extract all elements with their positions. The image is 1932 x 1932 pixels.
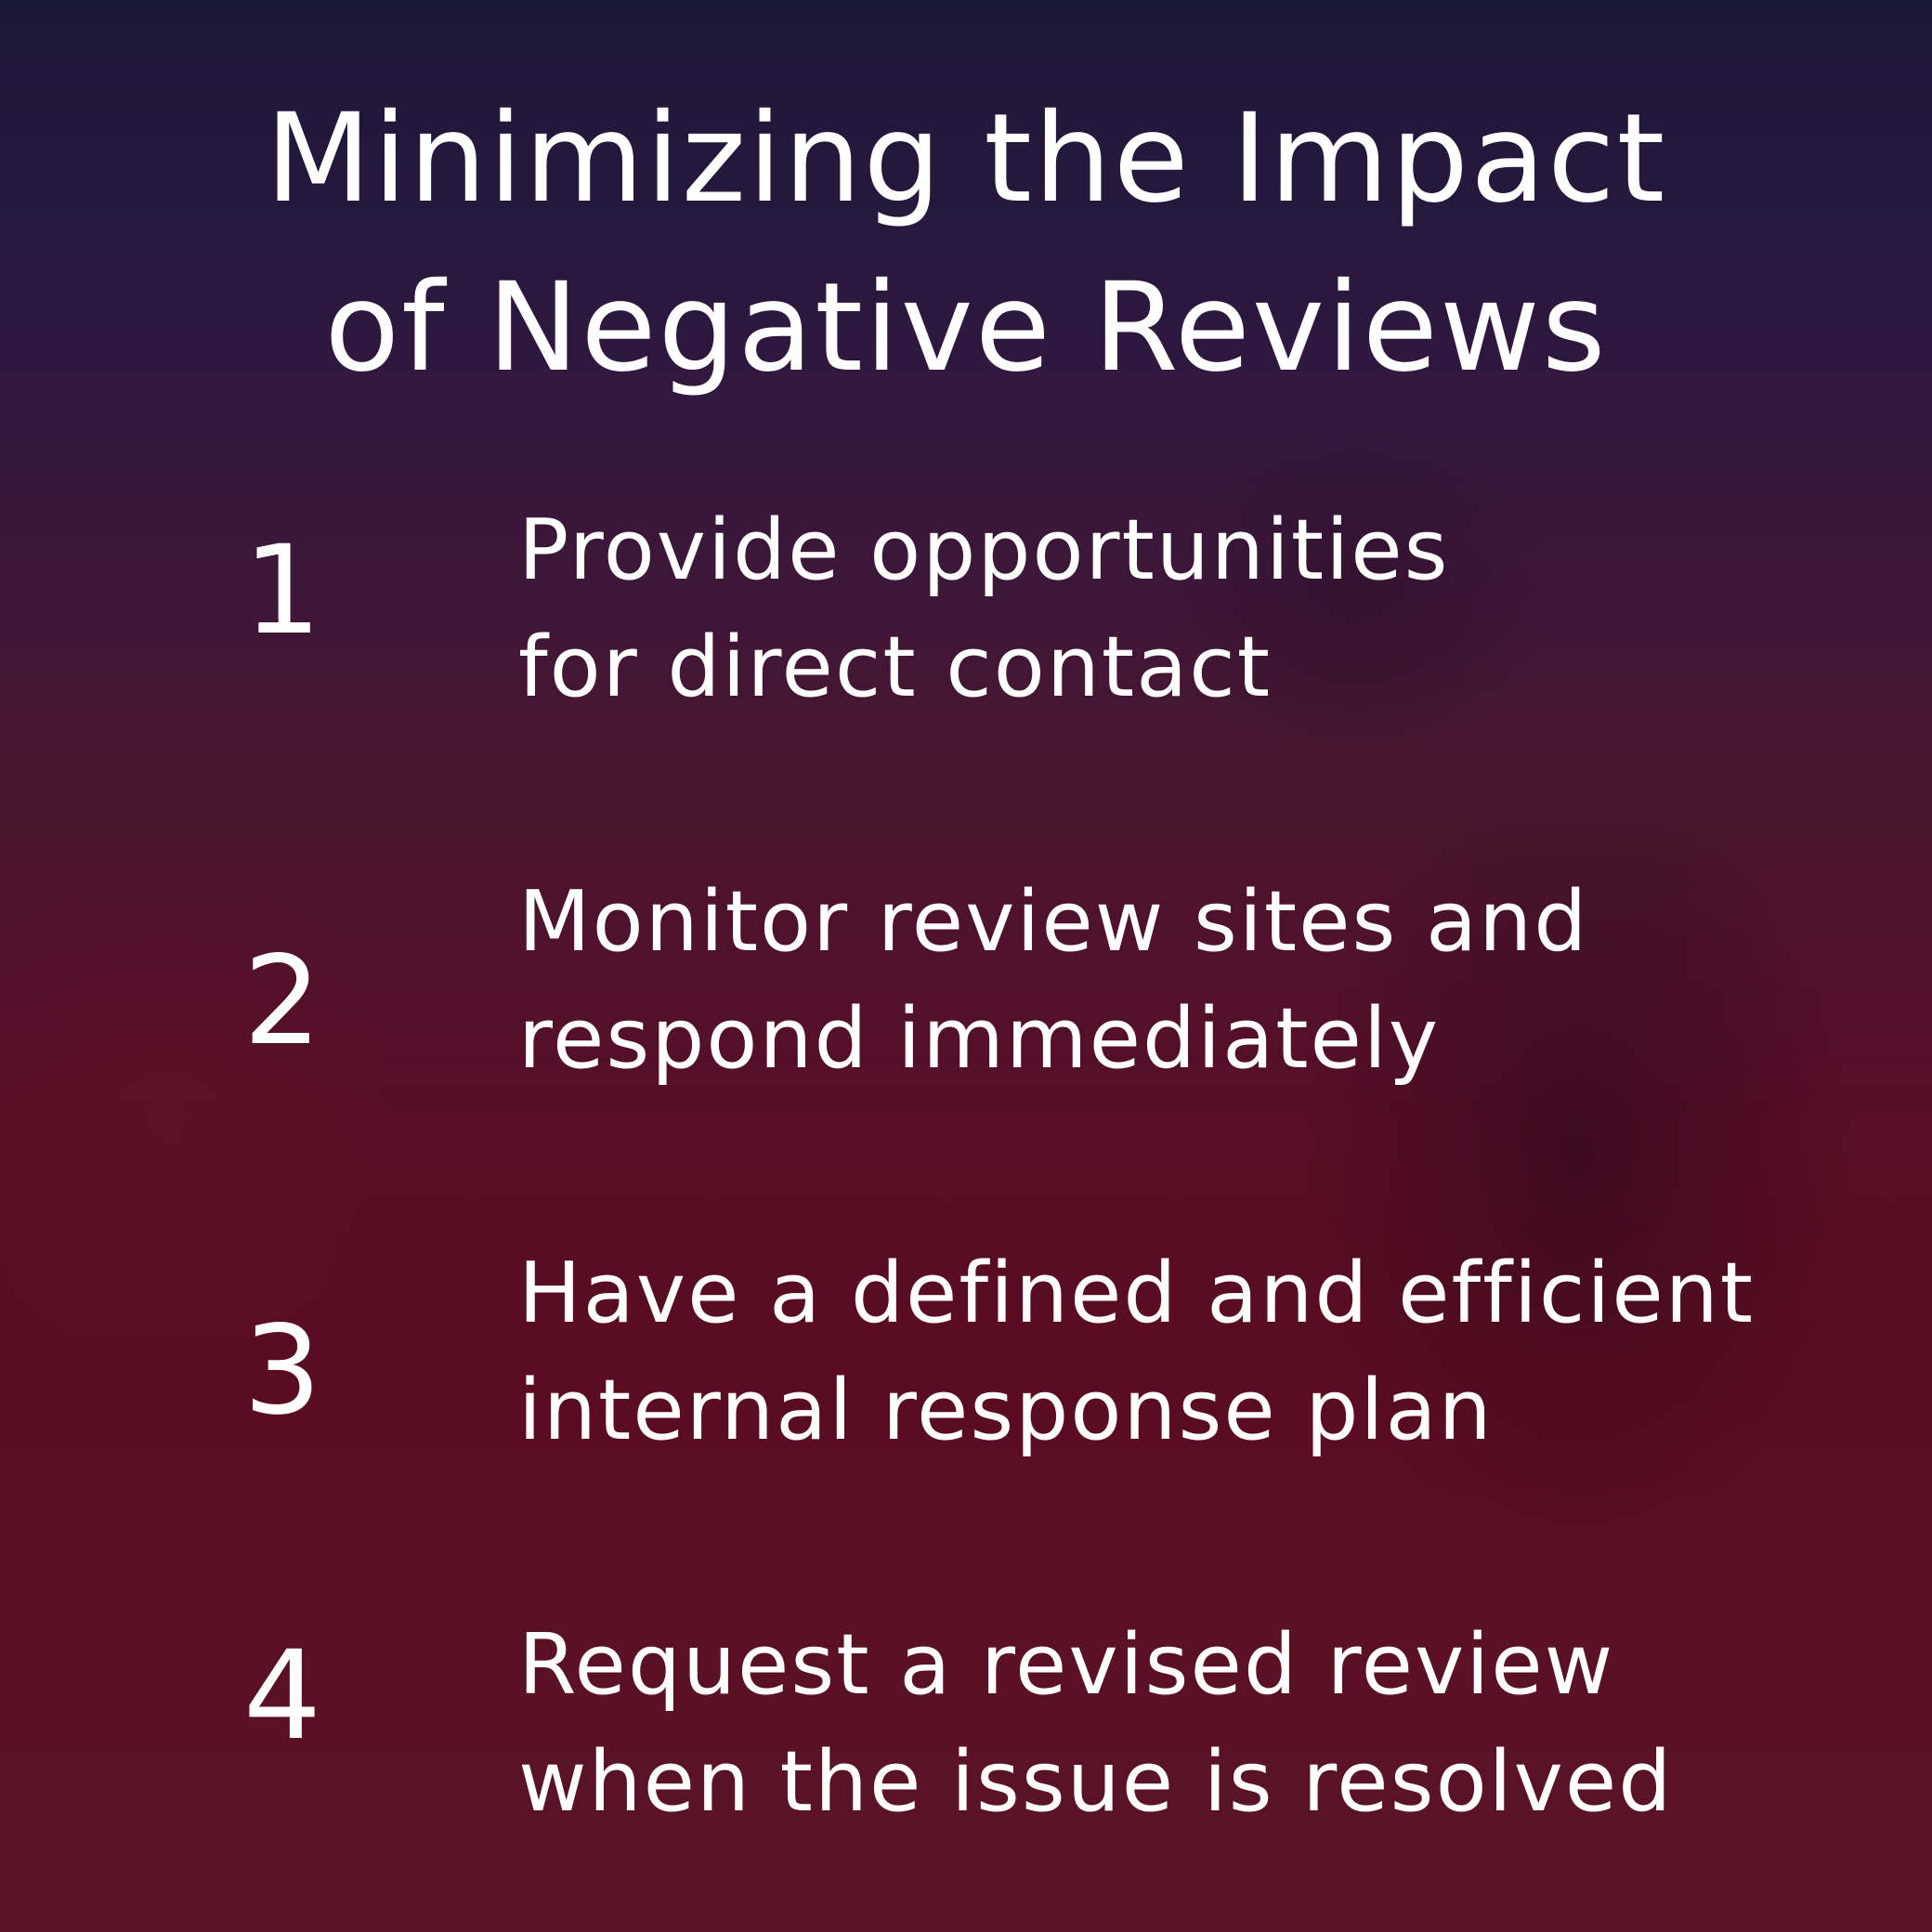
item-text: Have a defined and efficient internal re…	[518, 1235, 1856, 1469]
item-text: Request a revised review when the issue …	[518, 1607, 1856, 1841]
item-text: Provide opportunities for direct contact	[518, 492, 1856, 726]
list-item: 2 Monitor review sites and respond immed…	[0, 864, 1932, 1105]
item-text-line-2: for direct contact	[518, 619, 1273, 716]
item-text-line-2: respond immediately	[518, 990, 1441, 1088]
item-text-line-1: Provide opportunities	[518, 502, 1450, 599]
item-number: 1	[243, 519, 321, 662]
item-text-line-2: when the issue is resolved	[518, 1733, 1674, 1831]
title-line-1: Minimizing the Impact	[265, 87, 1667, 230]
list-item: 3 Have a defined and efficient internal …	[0, 1235, 1932, 1477]
item-number: 4	[243, 1625, 321, 1768]
list-item: 1 Provide opportunities for direct conta…	[0, 492, 1932, 734]
item-text-line-2: internal response plan	[518, 1362, 1494, 1459]
page-title: Minimizing the Impact of Negative Review…	[0, 74, 1932, 412]
item-text-line-1: Monitor review sites and	[518, 873, 1589, 971]
list-item: 4 Request a revised review when the issu…	[0, 1607, 1932, 1848]
item-number: 2	[243, 930, 321, 1073]
item-text-line-1: Have a defined and efficient	[518, 1245, 1756, 1342]
item-text-line-1: Request a revised review	[518, 1616, 1615, 1714]
item-text: Monitor review sites and respond immedia…	[518, 864, 1856, 1098]
item-number: 3	[243, 1299, 321, 1442]
title-line-2: of Negative Reviews	[324, 256, 1608, 399]
